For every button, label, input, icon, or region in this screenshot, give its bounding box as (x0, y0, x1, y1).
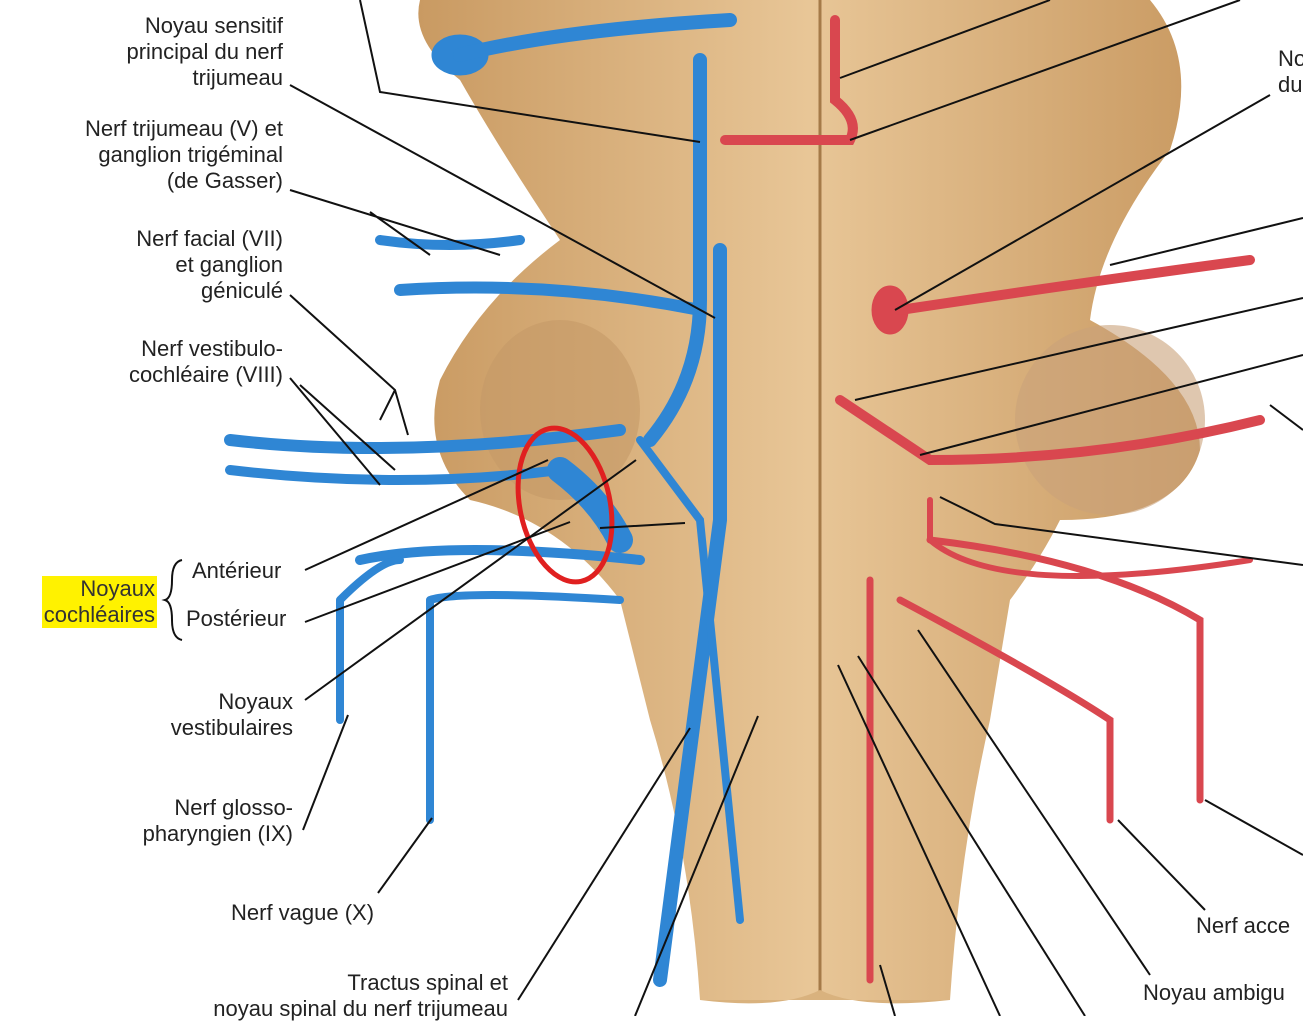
label-right-partial-top: No du (1278, 46, 1303, 97)
label-nerf-accessoire: Nerf acce (1196, 913, 1291, 938)
label-tractus-spinal: Tractus spinal et noyau spinal du nerf t… (213, 970, 508, 1021)
leader-lines (289, 0, 1303, 1016)
label-noyau-ambigu: Noyau ambigu (1143, 980, 1285, 1005)
cochlear-nuclei-annotation-circle (515, 425, 615, 585)
label-nerf-facial: Nerf facial (VII) et ganglion géniculé (136, 226, 283, 303)
label-nerf-vestibulo-cochleaire: Nerf vestibulo- cochléaire (VIII) (128, 336, 283, 387)
label-noyau-sensitif: Noyau sensitif principal du nerf trijume… (126, 13, 283, 90)
label-noyaux-cochleaires: Noyaux cochléaires (41, 576, 157, 628)
motor-nerves-red (720, 15, 1265, 984)
label-nerf-trijumeau: Nerf trijumeau (V) et ganglion trigémina… (84, 116, 283, 193)
label-nerf-vague: Nerf vague (X) (231, 900, 375, 925)
sensory-nerves-blue (224, 13, 744, 987)
label-posterieur: Postérieur (186, 606, 287, 631)
label-anterieur: Antérieur (192, 558, 282, 583)
label-nerf-glossopharyngien: Nerf glosso- pharyngien (IX) (142, 795, 293, 846)
label-noyaux-vestibulaires: Noyaux vestibulaires (170, 689, 293, 740)
brainstem (418, 0, 1205, 1004)
brace-cochlear (161, 559, 183, 641)
